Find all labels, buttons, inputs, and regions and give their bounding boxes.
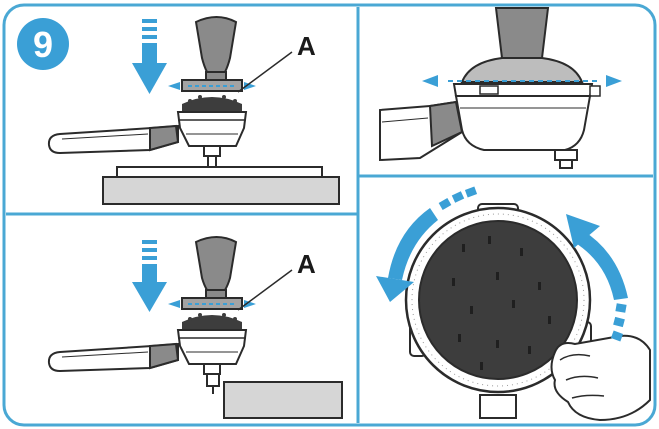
panel-tamp-on-edge: A: [47, 236, 343, 419]
down-arrow-icon: [132, 19, 167, 94]
tamper-icon: [168, 236, 256, 310]
rotate-clockwise-icon: [566, 214, 628, 342]
level-indicator-icon: [422, 75, 622, 87]
counter-icon: [223, 381, 343, 419]
down-arrow-icon: [132, 240, 167, 312]
step-badge: 9: [17, 18, 69, 70]
counter-icon: [102, 166, 340, 205]
tamper-icon: [168, 16, 256, 92]
portafilter-icon: [47, 95, 248, 168]
svg-text:A: A: [297, 249, 316, 279]
portafilter-icon: [379, 83, 601, 169]
part-label-a: A: [237, 31, 316, 93]
filter-basket-icon: [404, 203, 592, 419]
panel-level-check: [379, 7, 622, 169]
portafilter-icon: [47, 313, 248, 394]
part-label-a: A: [237, 249, 316, 311]
hand-icon: [550, 334, 651, 422]
tamper-icon: [460, 7, 584, 83]
step-number: 9: [33, 24, 53, 65]
rotate-counterclockwise-icon: [376, 186, 478, 302]
panel-rotate-tamp: [376, 186, 651, 422]
svg-text:A: A: [297, 31, 316, 61]
panel-tamp-on-counter: A: [47, 16, 340, 205]
